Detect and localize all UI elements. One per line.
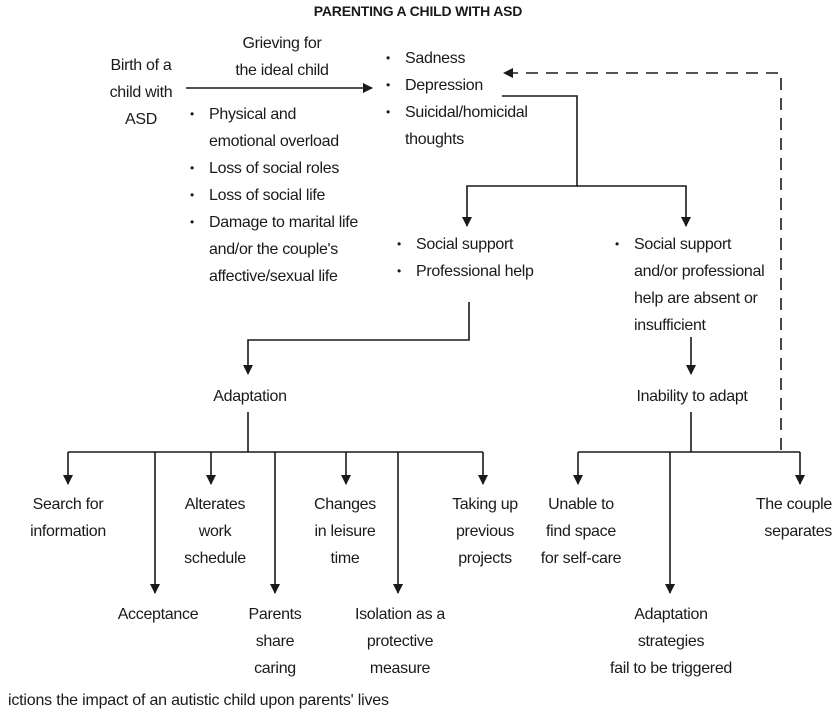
- node-acceptance: Acceptance: [117, 606, 199, 623]
- node-grieving: Grieving for the ideal child: [235, 35, 329, 79]
- list-item: Social support: [395, 231, 534, 258]
- node-alterates: Alterates work schedule: [184, 496, 246, 567]
- list-item: Loss of social roles: [188, 155, 358, 182]
- node-isolation: Isolation as a protective measure: [354, 606, 446, 677]
- figure-caption: ictions the impact of an autistic child …: [8, 692, 389, 709]
- arrow-support-to-adaptation: [243, 302, 470, 375]
- node-emotions: Sadness Depression Suicidal/homicidaltho…: [384, 45, 528, 153]
- diagram-title: PARENTING A CHILD WITH ASD: [313, 3, 523, 19]
- feedback-dashed-arrow: [503, 68, 782, 450]
- node-projects: Taking up previous projects: [452, 496, 518, 567]
- node-selfcare: Unable to find space for self-care: [540, 496, 622, 567]
- list-item: Depression: [384, 72, 528, 99]
- arrow-to-no-support: [577, 185, 691, 227]
- list-item: Professional help: [395, 258, 534, 285]
- node-parents: Parents share caring: [248, 606, 302, 677]
- list-item: Sadness: [384, 45, 528, 72]
- node-adaptation: Adaptation: [213, 388, 287, 405]
- node-birth: Birth of a child with ASD: [109, 57, 173, 128]
- list-item: Loss of social life: [188, 182, 358, 209]
- node-separates: The couple separates: [755, 496, 832, 540]
- node-support: Social support Professional help: [395, 231, 534, 285]
- node-search: Search for information: [30, 496, 106, 540]
- node-leisure: Changes in leisure time: [314, 496, 376, 567]
- node-inability: Inability to adapt: [636, 388, 748, 405]
- node-strategies: Adaptation strategies fail to be trigger…: [609, 606, 733, 677]
